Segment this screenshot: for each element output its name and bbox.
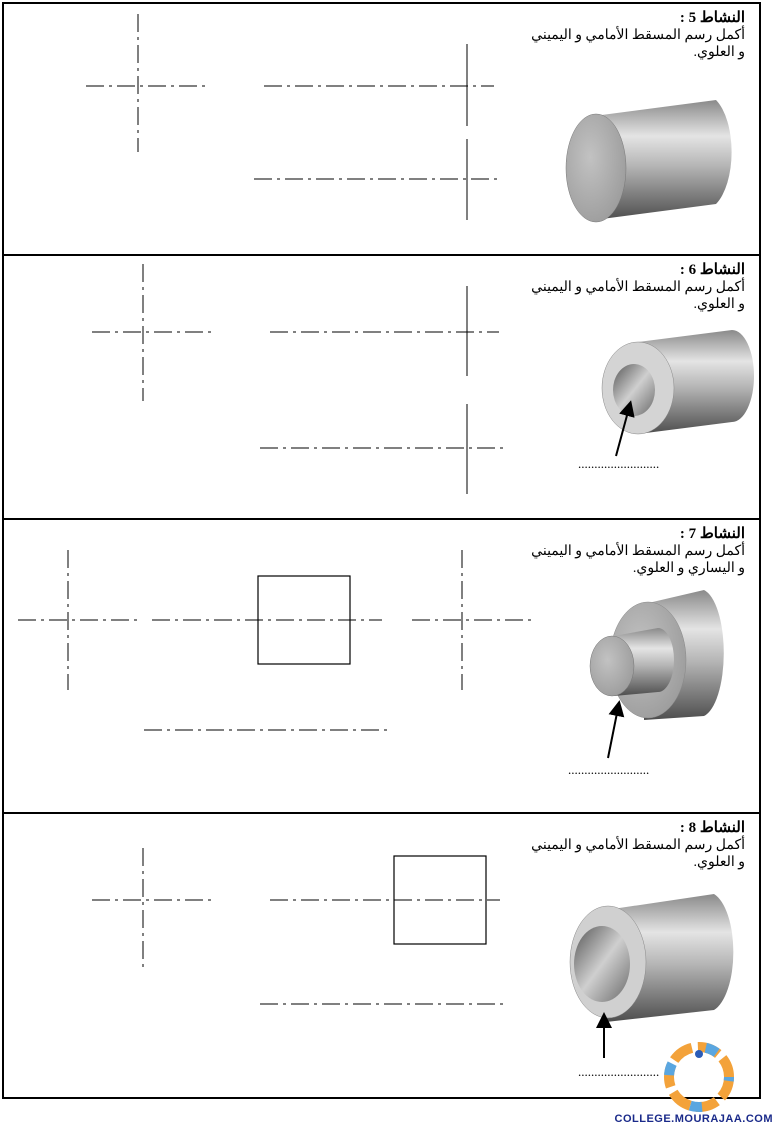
site-logo-icon — [664, 1042, 734, 1112]
activity-8-answer-line[interactable]: ......................... — [578, 1064, 660, 1079]
activity-6-panel: النشاط 6 : أكمل رسم المسقط الأمامي و الي… — [4, 254, 759, 518]
activity-8-drawing — [92, 848, 734, 1058]
hollow-cylinder-part-8 — [569, 894, 734, 1022]
activity-8-instruction-line2: و العلوي. — [693, 855, 746, 870]
activity-5-drawing — [86, 14, 732, 223]
activity-6-answer-line[interactable]: ......................... — [578, 456, 660, 471]
stepped-cylinder-part-7 — [589, 590, 724, 720]
activity-7-panel: النشاط 7 : أكمل رسم المسقط الأمامي و الي… — [4, 518, 759, 812]
activity-7-title: النشاط 7 : — [679, 526, 745, 542]
activity-7-instruction-line1: أكمل رسم المسقط الأمامي و اليميني — [531, 544, 745, 559]
activity-6-title: النشاط 6 : — [679, 262, 745, 278]
cylinder-part-5 — [565, 100, 732, 223]
worksheet: النشاط 5 : أكمل رسم المسقط الأمامي و الي… — [2, 2, 761, 1099]
activity-8-title: النشاط 8 : — [679, 820, 745, 836]
activity-6-instruction-line2: و العلوي. — [693, 297, 746, 312]
footer-site-link[interactable]: COLLEGE.MOURAJAA.COM — [614, 1113, 773, 1125]
activity-5-instruction-line2: و العلوي. — [693, 45, 746, 60]
activity-8-instruction-line1: أكمل رسم المسقط الأمامي و اليميني — [531, 838, 745, 853]
activity-6-instruction-line1: أكمل رسم المسقط الأمامي و اليميني — [531, 280, 745, 295]
hollow-cylinder-part-6 — [601, 330, 754, 435]
activity-8-panel: النشاط 8 : أكمل رسم المسقط الأمامي و الي… — [4, 812, 759, 1097]
front-view-square-7 — [257, 575, 351, 665]
activity-7-answer-line[interactable]: ......................... — [568, 762, 650, 777]
activity-5-title: النشاط 5 : — [679, 10, 745, 26]
activity-7-instruction-line2: و اليساري و العلوي. — [632, 561, 745, 576]
activity-6-drawing — [92, 264, 754, 494]
front-view-square-8 — [393, 855, 487, 945]
activity-5-instruction-line1: أكمل رسم المسقط الأمامي و اليميني — [531, 28, 745, 43]
activity-5-panel: النشاط 5 : أكمل رسم المسقط الأمامي و الي… — [4, 4, 759, 254]
activity-7-drawing — [18, 550, 724, 759]
